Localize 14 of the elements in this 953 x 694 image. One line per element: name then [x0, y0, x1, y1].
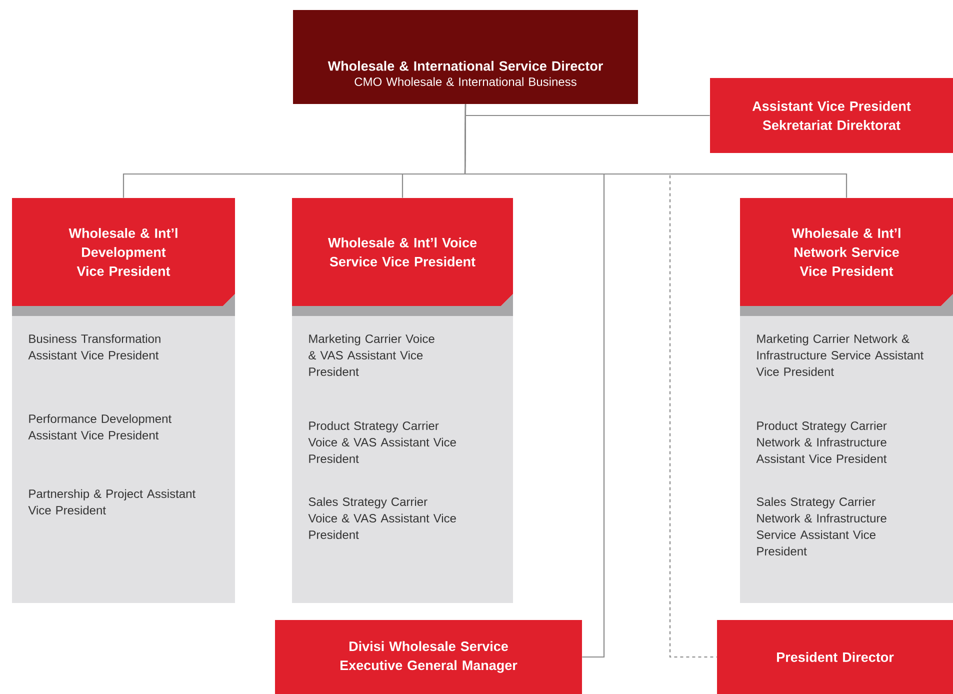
position-cell: Partnership & Project Assistant Vice President [28, 489, 196, 515]
position-cell: Product Strategy Carrier Network & Infrastructure Assistant Vice President [756, 421, 887, 463]
position-cell: Sales Strategy Carrier Voice & VAS Assistant Vice President [308, 497, 456, 540]
position-box: Assistant Vice President Sekretariat Direktorat [710, 78, 953, 153]
position-cell: Sales Strategy Carrier Network & Infrastructure Service Assistant Vice President [756, 497, 886, 556]
connector-line [464, 104, 848, 198]
position-cell: Performance Development Assistant Vice President [28, 414, 172, 440]
position-cell: Product Strategy Carrier Voice & VAS Assistant Vice President [308, 421, 456, 463]
position-cell: Business Transformation Assistant Vice President [28, 334, 160, 360]
director-box: Wholesale & International Service Director CMO Wholesale & International Business [293, 10, 638, 104]
position-box: President Director [717, 620, 953, 694]
position-box: Divisi Wholesale Service Executive General Manager [275, 620, 582, 694]
position-cell: Marketing Carrier Voice & VAS Assistant Vice President [308, 334, 434, 376]
position-cell: Marketing Carrier Network & Infrastructure Service Assistant Vice President [756, 334, 924, 376]
